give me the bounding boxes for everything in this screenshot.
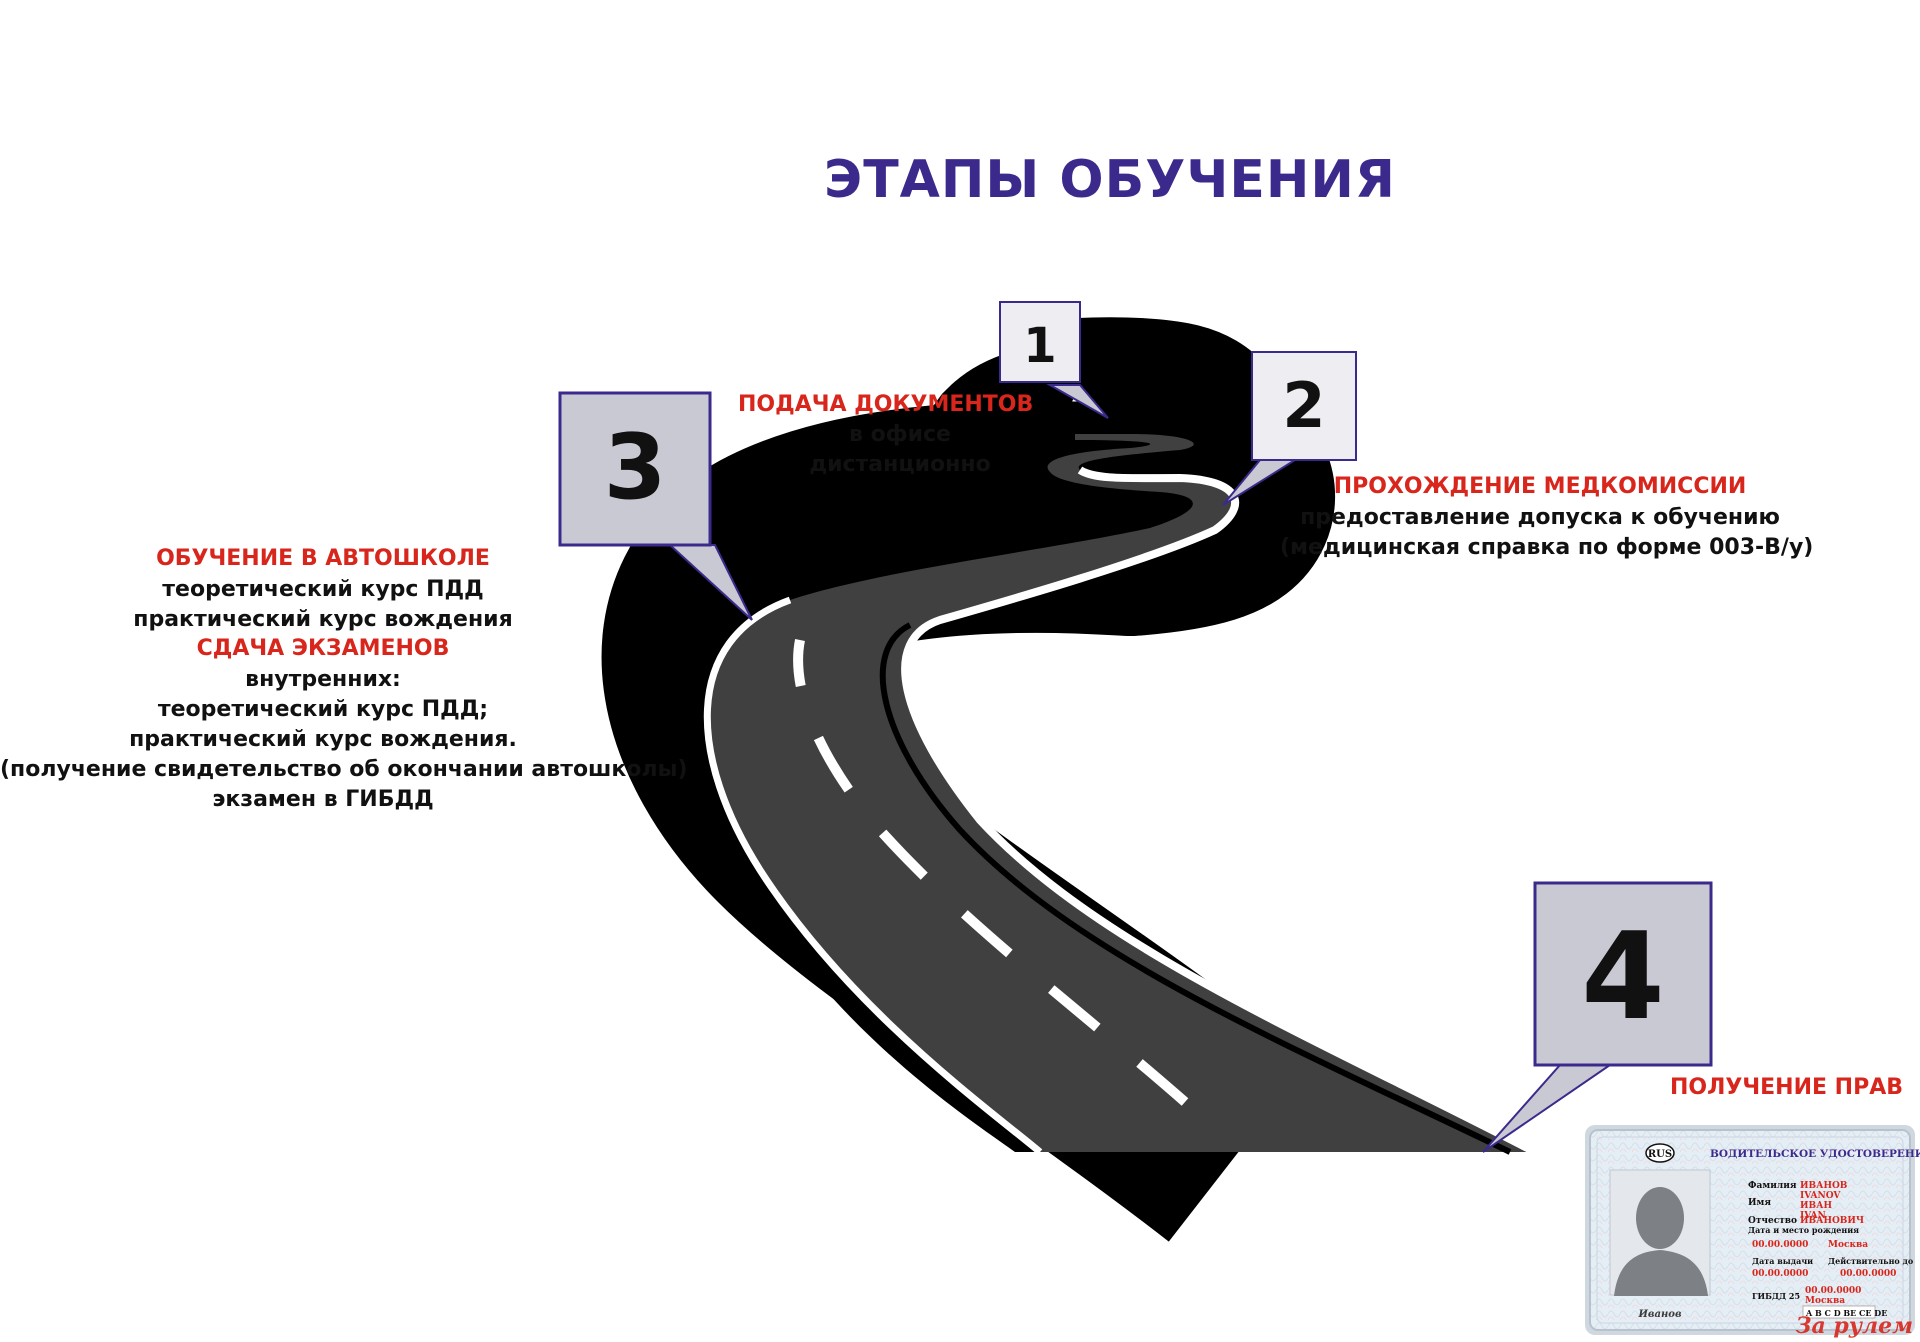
road-right-edge-line (901, 466, 1537, 1156)
road (691, 425, 1240, 1152)
license-categories: A B C D BE CE DE (1805, 1308, 1887, 1318)
step-1-box (999, 301, 1081, 383)
step-1-marker: 1 (999, 301, 1109, 419)
step-3-exam-line-1: внутренних: (245, 667, 401, 692)
license-photo-silhouette (1614, 1187, 1708, 1296)
step-3-exam-line-5: экзамен в ГИБДД (212, 787, 434, 812)
license-field-1-label: Имя (1748, 1198, 1771, 1208)
license-field-0-value-1: IVANOV (1800, 1191, 1841, 1201)
license-field-1-value-1: IVAN (1800, 1211, 1826, 1221)
step-3-box (558, 391, 712, 547)
road-left-edge-line (703, 596, 1043, 1155)
step-2-heading: ПРОХОЖДЕНИЕ МЕДКОМИССИИ (1333, 474, 1747, 499)
step-3-exam-line-2: теоретический курс ПДД; (157, 697, 489, 722)
road-center-dashes (793, 639, 1189, 1106)
license-valid-label: Действительно до (1828, 1256, 1914, 1266)
license-birth-place: Москва (1828, 1240, 1868, 1250)
license-title: ВОДИТЕЛЬСКОЕ УДОСТОВЕРЕНИЕ (1710, 1148, 1920, 1160)
license-field-1-value-0: ИВАН (1800, 1201, 1832, 1211)
license-authority-label: ГИБДД 25 (1752, 1291, 1800, 1301)
license-signature: Иванов (1637, 1309, 1681, 1320)
license-issue-label: Дата выдачи (1752, 1256, 1813, 1266)
license-birth-label: Дата и место рождения (1748, 1225, 1859, 1235)
step-4-heading: ПОЛУЧЕНИЕ ПРАВ (1670, 1075, 1903, 1100)
step-3-number: 3 (604, 415, 667, 520)
license-birth-date: 00.00.0000 (1752, 1240, 1808, 1250)
license-categories-strip (1802, 1305, 1876, 1319)
license-country: RUS (1648, 1149, 1672, 1160)
license-inner-frame (1596, 1136, 1904, 1324)
license-valid-date: 00.00.0000 (1840, 1269, 1896, 1279)
road-asphalt (707, 434, 1535, 1152)
step-4-marker: 4 (1482, 881, 1713, 1153)
license-field-0-label: Фамилия (1748, 1181, 1797, 1191)
step-1-heading: ПОДАЧА ДОКУМЕНТОВ (738, 392, 1034, 417)
license-country-oval (1645, 1143, 1675, 1163)
license-authority-city: Москва (1805, 1296, 1845, 1306)
license-field-2-value-0: ИВАНОВИЧ (1800, 1216, 1864, 1226)
step-2-line-2: (медицинская справка по форме 003-В/у) (1280, 535, 1814, 560)
step-3-line-2: практический курс вождения (133, 607, 513, 632)
step-1-number: 1 (1023, 318, 1056, 374)
step-2-box (1251, 351, 1357, 461)
road-surface (703, 434, 1537, 1156)
page-title: ЭТАПЫ ОБУЧЕНИЯ (824, 150, 1396, 210)
license-watermark-logo: За рулем (1796, 1313, 1913, 1339)
step-1-pointer (1046, 384, 1109, 419)
step-1-line-1: в офисе (849, 422, 951, 447)
step-2-number: 2 (1282, 369, 1325, 442)
step-4-box (1533, 881, 1713, 1067)
license-authority-date: 00.00.0000 (1805, 1286, 1861, 1296)
driver-license-card: RUS ВОДИТЕЛЬСКОЕ УДОСТОВЕРЕНИЕ Иванов Фа… (1585, 1125, 1920, 1339)
license-field-0-value-0: ИВАНОВ (1800, 1181, 1848, 1191)
license-field-2-label: Отчество (1748, 1216, 1797, 1226)
step-1-line-2: дистанционно (809, 452, 991, 477)
license-issue-date: 00.00.0000 (1752, 1269, 1808, 1279)
step-2-line-1: предоставление допуска к обучению (1300, 505, 1780, 530)
step-3-heading-2: СДАЧА ЭКЗАМЕНОВ (196, 636, 450, 661)
step-3-heading: ОБУЧЕНИЕ В АВТОШКОЛЕ (156, 546, 490, 571)
step-3-marker: 3 (558, 391, 753, 621)
step-4-number: 4 (1581, 908, 1665, 1047)
road-right-edge-shadow (879, 622, 1512, 1155)
step-2-marker: 2 (1222, 351, 1357, 506)
step-3-exam-line-3: практический курс вождения. (129, 727, 517, 752)
step-3-line-1: теоретический курс ПДД (162, 577, 484, 602)
step-3-exam-line-4: (получение свидетельство об окончании ав… (0, 757, 688, 782)
